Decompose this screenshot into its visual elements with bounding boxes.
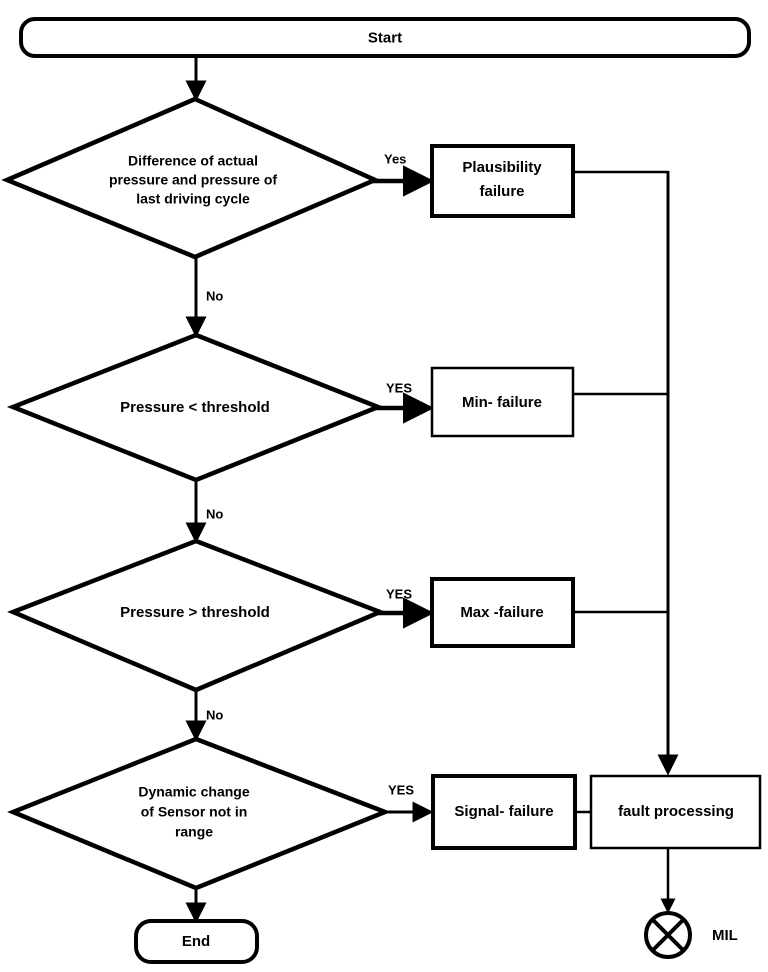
edge-label-decision3-no: No — [206, 707, 223, 722]
node-fault-processing[interactable]: fault processing — [589, 774, 762, 850]
edge-label-decision2-yes: YES — [386, 380, 412, 395]
node-mil-lamp[interactable] — [644, 911, 692, 959]
start-shape — [19, 17, 751, 58]
node-min-failure[interactable]: Min- failure — [430, 366, 575, 438]
max-failure-label: Max -failure — [460, 604, 543, 621]
node-end[interactable]: End — [134, 919, 259, 964]
plausibility-failure-shape — [430, 144, 575, 218]
edge-label-decision1-no: No — [206, 288, 223, 303]
decision4-label-line2: of Sensor not in — [141, 804, 248, 820]
start-label: Start — [368, 29, 402, 46]
fault-processing-label: fault processing — [618, 803, 734, 820]
signal-failure-label: Signal- failure — [454, 803, 553, 820]
end-label: End — [182, 933, 210, 950]
decision2-label-line1: Pressure < threshold — [120, 399, 270, 416]
node-start[interactable]: Start — [19, 17, 751, 58]
decision1-label-line3: last driving cycle — [136, 191, 250, 207]
end-shape — [134, 919, 259, 964]
edge-label-decision2-no: No — [206, 506, 223, 521]
node-signal-failure[interactable]: Signal- failure — [431, 774, 577, 850]
decision4-label-line3: range — [175, 824, 213, 840]
edge-label-decision4-yes: YES — [388, 782, 414, 797]
fault-processing-shape — [589, 774, 762, 850]
min-failure-label: Min- failure — [462, 394, 542, 411]
node-decision-4[interactable]: Dynamic change of Sensor not in range — [7, 736, 392, 891]
mil-label: MIL — [712, 927, 738, 944]
node-plausibility-failure[interactable]: Plausibility failure — [430, 144, 575, 218]
plausibility-failure-label-line1: Plausibility — [462, 159, 542, 176]
signal-failure-shape — [431, 774, 577, 850]
decision3-label-line1: Pressure > threshold — [120, 604, 270, 621]
node-max-failure[interactable]: Max -failure — [430, 577, 575, 648]
node-decision-2[interactable]: Pressure < threshold — [6, 332, 385, 483]
decision4-label-line1: Dynamic change — [138, 784, 249, 800]
decision1-label-line1: Difference of actual — [128, 153, 258, 169]
plausibility-failure-label-line2: failure — [479, 183, 524, 200]
min-failure-shape — [430, 366, 575, 438]
mil-lamp-cross-icon — [651, 918, 685, 952]
edge-label-decision3-yes: YES — [386, 586, 412, 601]
edge-label-decision1-yes: Yes — [384, 151, 406, 166]
decision1-label-line2: pressure and pressure of — [109, 172, 277, 188]
node-decision-1[interactable]: Difference of actual pressure and pressu… — [1, 96, 381, 260]
node-decision-3[interactable]: Pressure > threshold — [7, 538, 386, 693]
